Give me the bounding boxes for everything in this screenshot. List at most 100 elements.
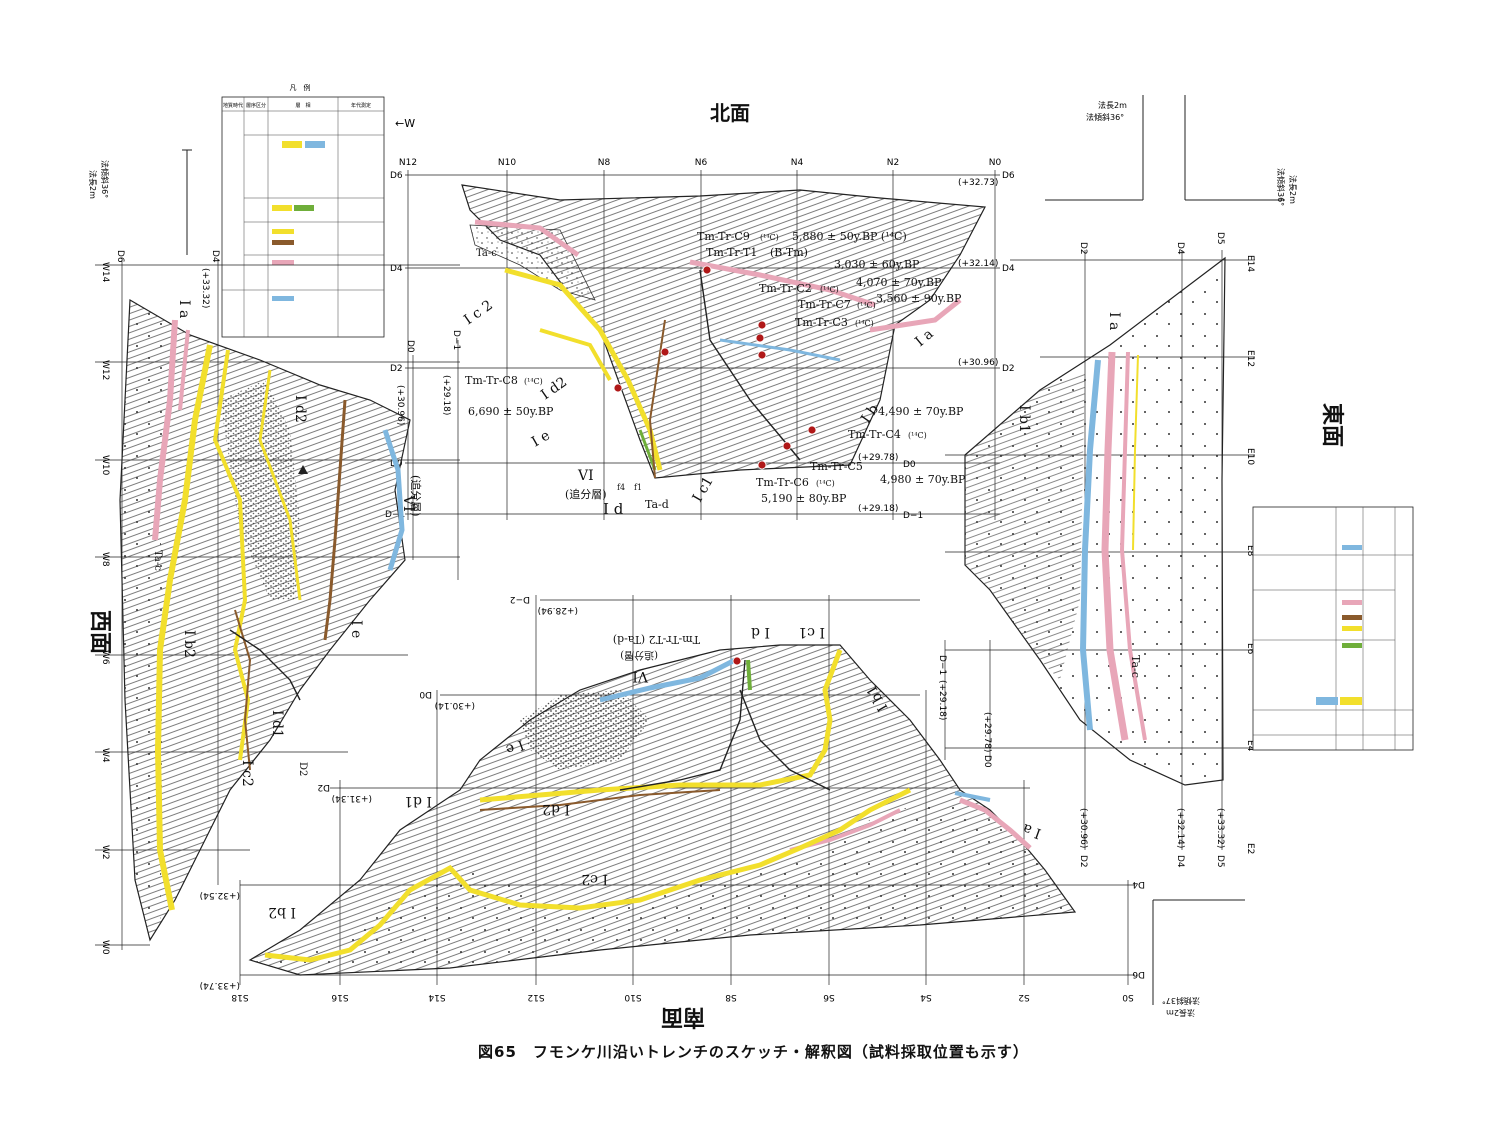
scale-title: 法長2m [88,170,98,199]
east-col-label: D−1 [937,655,947,675]
east-blue-layer [1079,359,1101,731]
east-elevation: (+32.14) [1175,808,1185,848]
north-row-label: D6 [1002,171,1015,181]
south-yellow-layer [264,787,912,963]
east-face: 東面 E14 E12 E10 E8 E6 E4 E2 D2 D4 D5 D2 D… [937,232,1345,868]
west-col-label: D4 [210,250,220,263]
unit-label: I d1 [404,793,432,809]
legend-table: 凡 例 ←W 地質時代 層序区分 層 相 年代測定 [221,83,415,338]
south-blue-layer [599,657,737,703]
south-pink-layer [959,797,1032,850]
unit-label: I d2 [292,395,308,423]
unit-label: I b1 [1016,405,1032,433]
sample-point [757,350,767,360]
legend-table-east [1252,506,1414,751]
north-col-label: N10 [498,158,516,168]
west-yellow-layer [154,344,213,911]
south-col-label: S2 [1018,992,1029,1002]
north-elevation: (+29.78) [858,453,898,463]
north-col-label: N6 [695,158,708,168]
south-row-label: D2 [317,782,330,792]
south-dot-zone [250,800,1075,975]
south-fault [619,659,746,791]
sample-point [613,383,623,393]
west-row-label: W10 [100,455,110,476]
south-col-label: S10 [624,992,641,1002]
north-row-label: D4 [390,264,403,274]
west-row-label: W4 [100,748,110,763]
north-green-layer [638,429,657,471]
west-grid-labels: W14 W12 W10 W8 W6 W4 W2 W0 D6 D4 D0 D−1 … [100,250,461,955]
north-face-title: 北面 [710,101,750,125]
legend-header: 地質時代 [223,102,243,109]
north-fault [699,269,801,461]
south-col-label: S18 [231,992,248,1002]
unit-label: I c2 [239,760,255,787]
west-blue-layer [382,429,405,571]
east-elevation: (+29.78) [982,712,992,752]
east-elevation: (+33.32) [1215,808,1225,848]
sample-id: Tm-Tr-T1 [706,246,757,259]
west-pink-layer [178,329,190,411]
unit-label: I c1 [798,624,825,640]
east-row-label: E12 [1245,350,1255,367]
unit-label: I a [1106,312,1122,330]
south-row-label: D−2 [510,594,530,604]
west-elevation: (+30.96) [395,385,405,425]
scale-subtitle: 法傾斜37° [1162,996,1200,1006]
legend-header: 層 相 [295,102,310,109]
east-elevation: (+29.18) [937,680,947,720]
sample-id: Tm-Tr-C6 [756,476,809,489]
north-pink-layer [689,259,876,308]
south-unit-labels: I d I c1 Tm-Tr-T2 (Ta-d) VI (追分層) I e I … [268,624,1043,920]
unit-label: I a [1021,820,1044,841]
north-col-label: N0 [989,158,1002,168]
west-row-label: W14 [100,262,110,283]
east-col-label: D2 [1078,855,1088,868]
west-elevation: (+33.32) [200,268,210,308]
sample-age: 4,490 ± 70y.BP [878,405,964,418]
east-row-label: E14 [1245,255,1255,272]
south-yellow-layer [479,649,843,803]
sample-age: 4,980 ± 70y.BP [880,473,966,486]
north-face: 北面 N12 N10 N8 N6 N4 N2 N0 D6 D4 D2 D0 D−… [385,101,1015,521]
east-row-label: E8 [1245,545,1255,557]
east-col-label: D2 [1078,242,1088,255]
sample-method: (¹⁴C) [816,479,835,488]
north-row-label: D2 [390,364,403,374]
unit-label: I d2 [542,801,570,817]
sample-point [757,320,767,330]
east-row-label: E4 [1245,740,1255,752]
north-fault [648,319,666,479]
south-grid-labels: S18 S16 S14 S12 S10 S8 S6 S4 S2 S0 D6 D4… [200,594,1145,1002]
north-row-label: D−1 [903,511,923,521]
unit-label: D2 [297,762,308,776]
east-pink-layer [1119,351,1147,741]
east-face-title: 東面 [1319,403,1345,447]
unit-label: VI [577,468,594,484]
sample-age: 6,690 ± 50y.BP [468,405,554,418]
east-row-label: E10 [1245,448,1255,465]
south-green-layer [746,659,752,691]
south-row-label: D0 [419,689,432,699]
unit-label: I b2 [268,904,296,920]
sample-age: 5,880 ± 50y.BP (¹⁴C) [792,230,907,243]
south-elevation: (+32.54) [200,890,240,900]
sample-point [660,347,670,357]
east-col-label: D0 [982,755,992,768]
west-elevation: (+29.18) [441,375,451,415]
north-elevation: (+30.96) [958,358,998,368]
sample-id: Tm-Tr-C5 [810,460,863,473]
unit-label: I e [348,620,364,638]
sample-point [755,333,765,343]
east-elevation: (+30.96) [1078,808,1088,848]
sample-point [807,425,817,435]
sample-method: (¹⁴C) [857,301,876,310]
unit-label: I e [529,427,553,450]
scale-bar: 法長2m 法傾斜36° [1045,95,1144,201]
south-col-label: S8 [725,992,737,1002]
unit-label: I d [603,500,624,518]
legend-header: 年代測定 [351,102,371,109]
west-dense-zone [220,380,300,600]
unit-label: I c 2 [461,297,496,328]
